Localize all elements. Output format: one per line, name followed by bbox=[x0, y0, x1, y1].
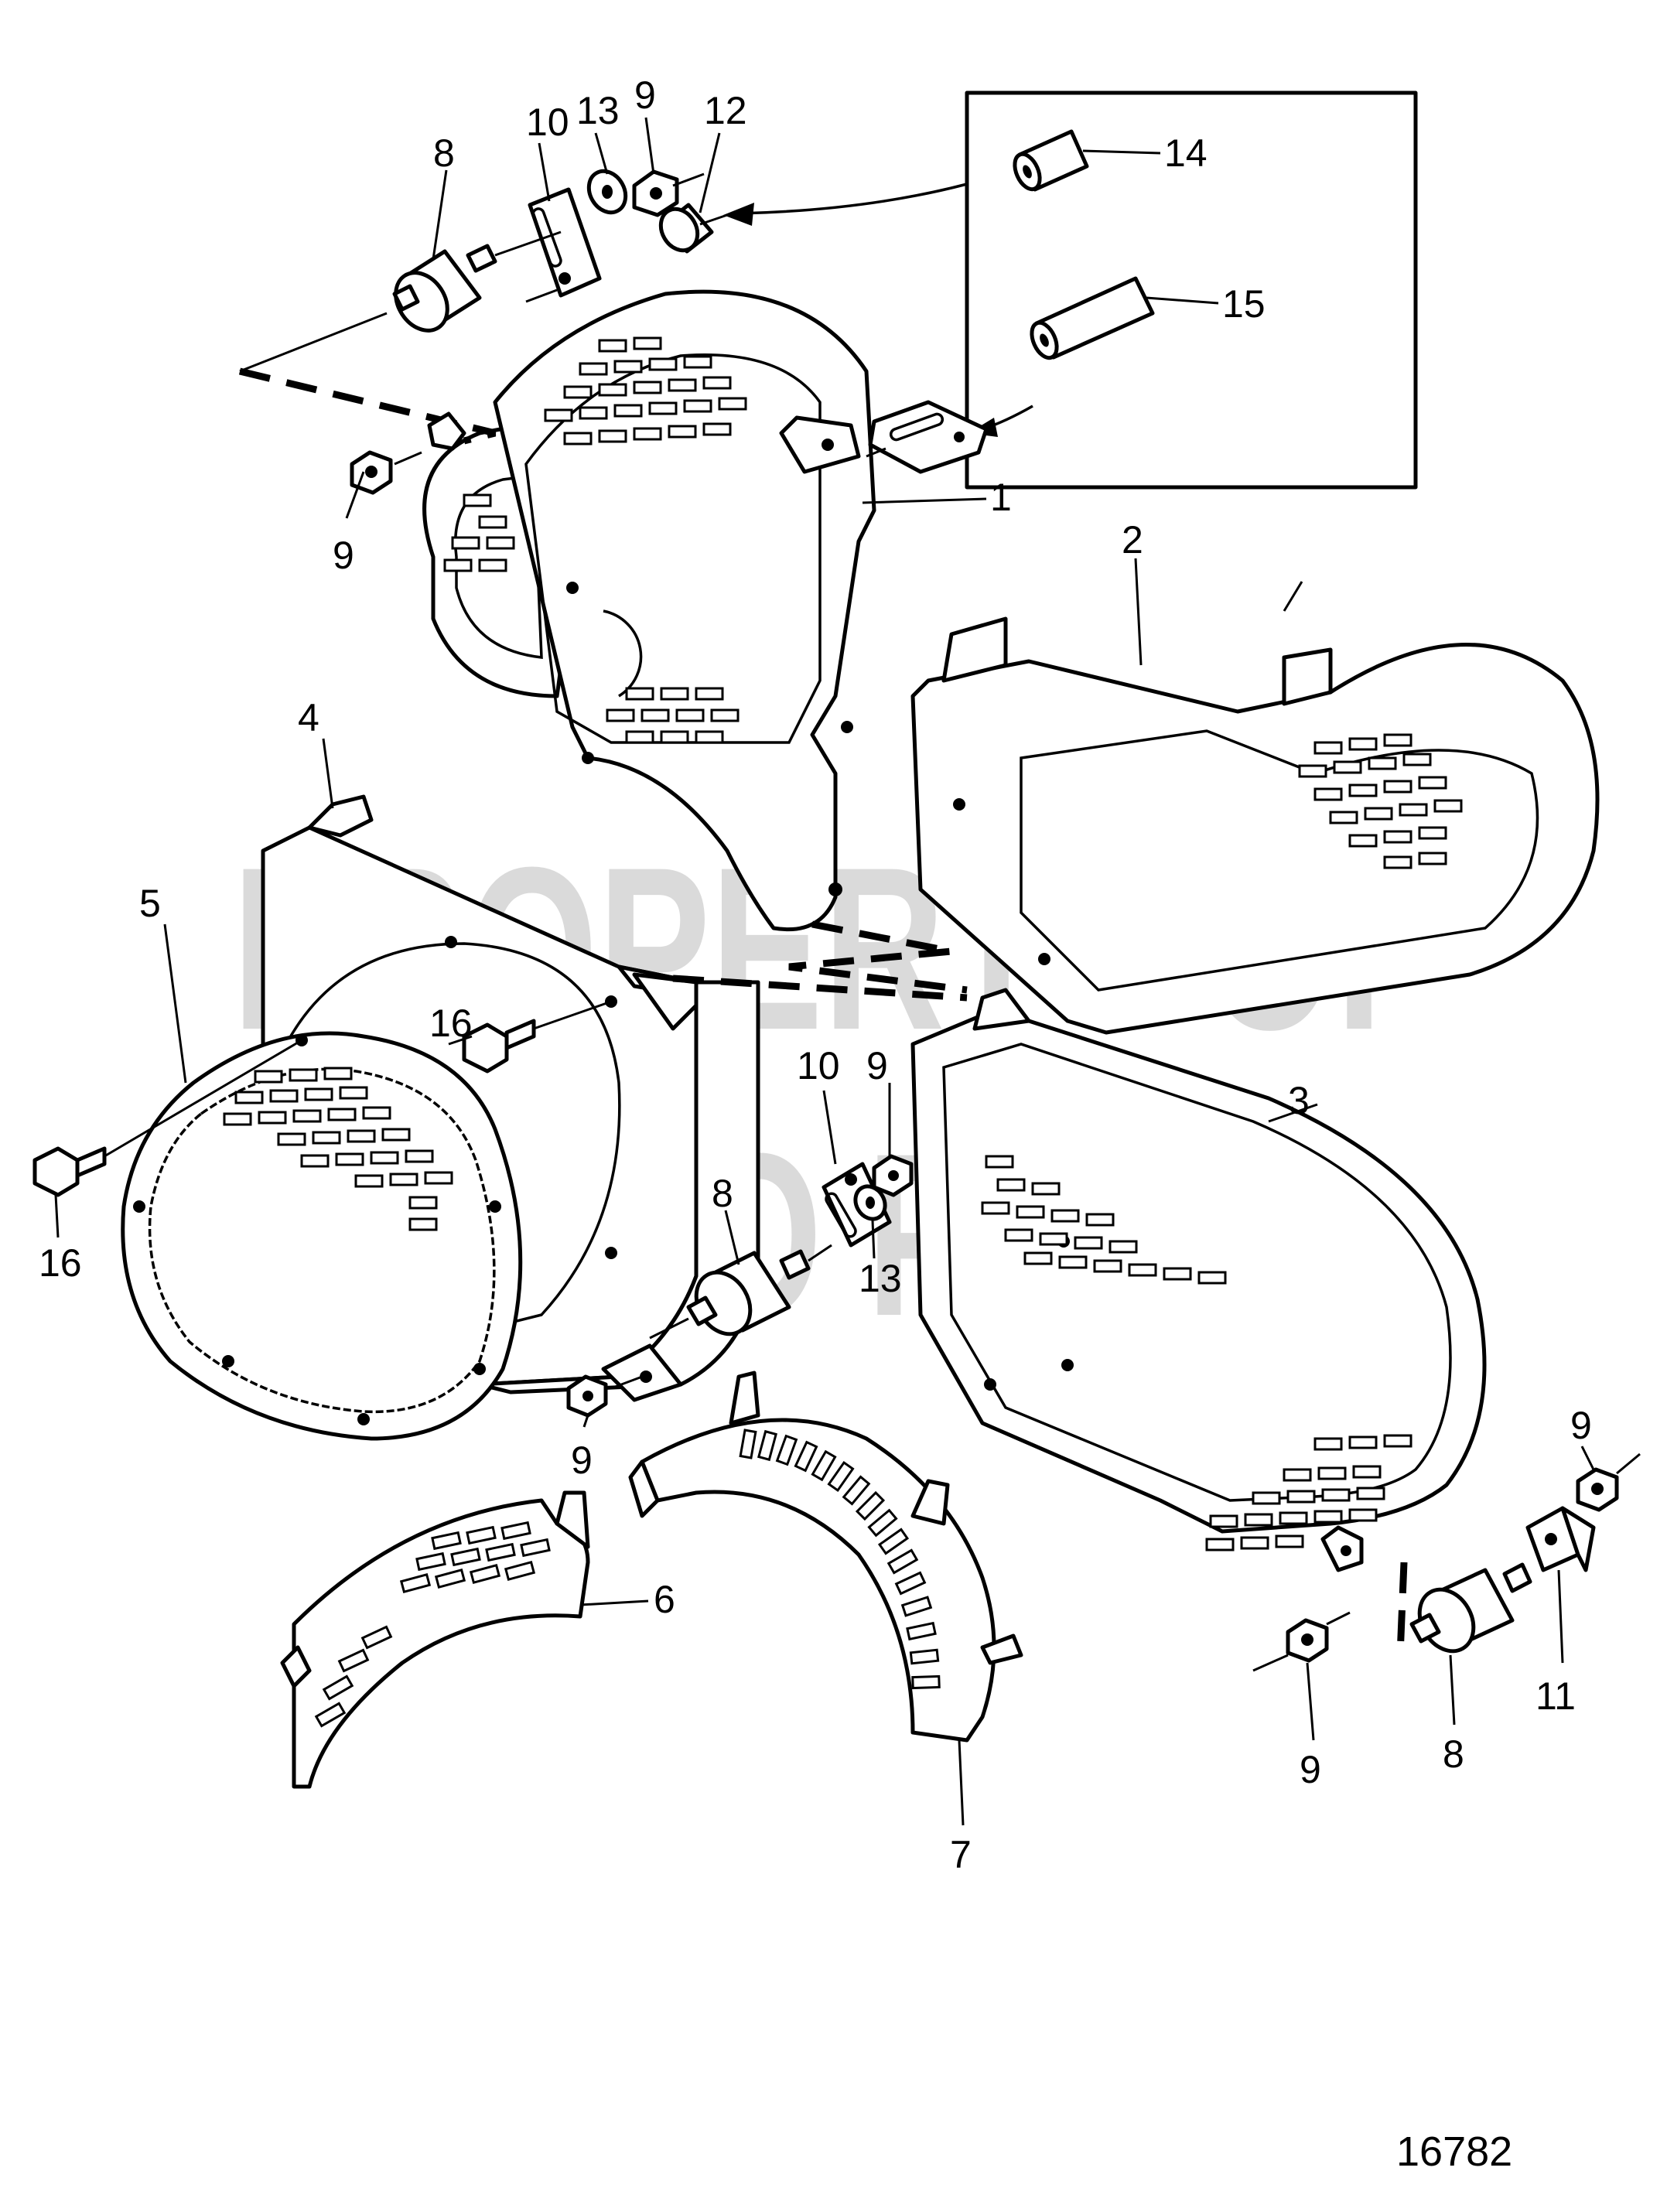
part-6-vent-slots bbox=[314, 1521, 551, 1728]
callout-8-middle: 8 bbox=[712, 1172, 733, 1215]
spacer-short bbox=[1013, 129, 1161, 192]
part-3-vent-slots-bottom bbox=[1205, 1434, 1413, 1551]
callout-15: 15 bbox=[1222, 282, 1266, 326]
angle-bracket-11 bbox=[1525, 1506, 1596, 1572]
spacer-long bbox=[1030, 276, 1219, 360]
callout-1: 1 bbox=[990, 476, 1012, 519]
part-6-lower-shield bbox=[280, 1490, 590, 1789]
part-3-vent-slots-top bbox=[981, 1155, 1227, 1285]
callout-7: 7 bbox=[950, 1833, 972, 1876]
callout-3: 3 bbox=[1288, 1079, 1310, 1122]
washer-top bbox=[586, 169, 628, 215]
part-2-cover bbox=[910, 616, 1600, 1035]
part-1-cover bbox=[422, 289, 876, 932]
spacer-inset-box bbox=[723, 90, 1418, 490]
washer-middle bbox=[853, 1184, 887, 1221]
callout-13-top: 13 bbox=[576, 89, 620, 132]
part-5-vent-slots bbox=[223, 1067, 453, 1231]
part-1-vent-slots-side bbox=[443, 493, 515, 572]
top-mount-hardware bbox=[238, 169, 989, 495]
lower-right-mount-hardware bbox=[1252, 1452, 1641, 1672]
drawing-reference-number: 16782 bbox=[1396, 2128, 1512, 2175]
rubber-mount-middle bbox=[649, 1249, 811, 1340]
callout-5: 5 bbox=[139, 882, 161, 925]
callout-2: 2 bbox=[1122, 518, 1143, 562]
callout-8-lower: 8 bbox=[1443, 1732, 1464, 1776]
rubber-mount-top bbox=[392, 244, 497, 333]
callout-9-left: 9 bbox=[333, 534, 354, 577]
part-1-vent-slots-top bbox=[544, 336, 747, 445]
nut-lower-right bbox=[1576, 1452, 1641, 1512]
callout-6: 6 bbox=[654, 1578, 675, 1621]
callout-12: 12 bbox=[704, 89, 747, 132]
part-2-vent-slots bbox=[1298, 733, 1463, 869]
rubber-mount-lower bbox=[1409, 1562, 1532, 1654]
callout-numbers: 1 2 3 4 5 6 7 8 8 8 9 9 9 9 9 9 10 10 11… bbox=[39, 73, 1592, 1876]
callout-10-middle: 10 bbox=[797, 1044, 840, 1087]
nut-middle-lower bbox=[566, 1374, 643, 1418]
part-7-curved-grille bbox=[628, 1371, 1023, 1743]
nut-left bbox=[350, 450, 422, 495]
callout-9-middle-lower: 9 bbox=[571, 1439, 593, 1482]
bolt-16-middle bbox=[462, 1000, 612, 1074]
callout-16-middle: 16 bbox=[429, 1002, 473, 1045]
callout-11: 11 bbox=[1535, 1674, 1576, 1718]
spacer-top bbox=[658, 203, 714, 254]
small-link-bracket bbox=[866, 400, 989, 474]
part-3-cover bbox=[910, 988, 1487, 1572]
part-7-vent-slots bbox=[739, 1429, 941, 1690]
callout-13-middle: 13 bbox=[859, 1257, 902, 1300]
callout-9-middle: 9 bbox=[866, 1044, 888, 1087]
callout-14: 14 bbox=[1164, 131, 1208, 175]
nut-middle bbox=[872, 1154, 914, 1197]
callout-9-lower-right: 9 bbox=[1570, 1404, 1592, 1447]
callout-8-top: 8 bbox=[433, 131, 455, 175]
nut-lower bbox=[1252, 1611, 1351, 1672]
slotted-bracket-top bbox=[528, 187, 602, 298]
bolt-16-left bbox=[32, 1039, 302, 1197]
callout-4: 4 bbox=[298, 696, 319, 739]
callout-9-top: 9 bbox=[634, 73, 656, 117]
part-1-vent-slots-bottom bbox=[606, 687, 740, 744]
callout-9-lower: 9 bbox=[1300, 1748, 1321, 1791]
callout-10-top: 10 bbox=[526, 101, 569, 144]
part-5-front-grille bbox=[121, 1031, 523, 1441]
leader-lines bbox=[54, 117, 1595, 1826]
callout-16-left: 16 bbox=[39, 1241, 82, 1285]
